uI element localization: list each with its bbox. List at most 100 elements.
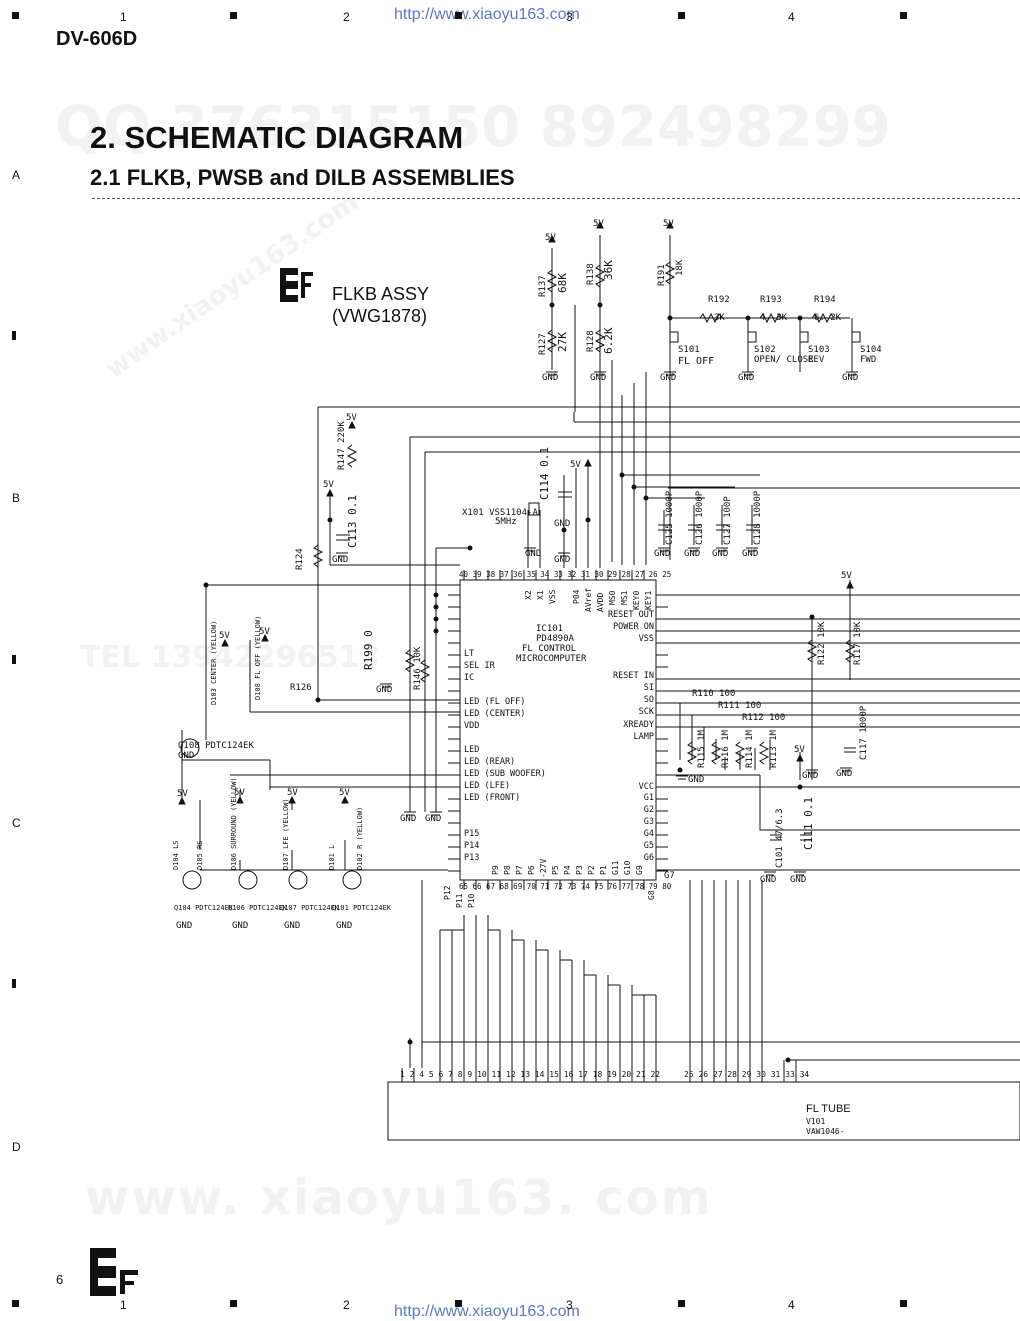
wiring — [178, 220, 1020, 1141]
ic-body — [459, 579, 657, 881]
d105-label: D105 RS — [196, 840, 204, 870]
edge-mark — [455, 12, 462, 19]
gnd-label: GND — [590, 373, 606, 383]
r194-label: R194 — [814, 295, 836, 305]
s102-ref: S102 — [754, 345, 776, 355]
ic-ref: IC101 — [536, 624, 563, 634]
r127-label: R127 — [538, 333, 548, 355]
ic-pin-label: G5 — [644, 841, 654, 851]
ic-pin-label: -27V — [539, 859, 548, 878]
r110-label: R110 100 — [692, 689, 735, 699]
gnd-label: GND — [712, 549, 728, 559]
v5-label: 5V — [841, 571, 852, 581]
gnd-label: GND — [742, 549, 758, 559]
row-marker-c: C — [12, 816, 21, 830]
r146-label: R146 10K — [413, 646, 423, 690]
c126-label: C126 1000P — [695, 490, 705, 545]
row-tick — [12, 655, 16, 664]
fl-tube-pins-a: 1 2 4 5 6 7 8 9 10 11 12 13 14 15 16 17 … — [400, 1070, 660, 1079]
gnd-label: GND — [400, 814, 416, 824]
watermark-tel: TEL 13942296513 — [80, 640, 381, 675]
gnd-label: GND — [542, 373, 558, 383]
assembly-code: (VWG1878) — [332, 306, 428, 326]
c125-label: C125 1000P — [665, 490, 675, 545]
column-marker-1: 1 — [120, 10, 127, 24]
gnd-label: GND — [554, 519, 570, 529]
ic-pin-label: VSS — [639, 634, 654, 644]
c128-label: C128 1000P — [753, 490, 763, 545]
ic-pin-label: VSS — [548, 589, 557, 604]
ic-right-labels: RESET OUT POWER ON VSS RESET IN SI SO SC… — [608, 610, 655, 863]
ic-pin-label: P9 — [491, 865, 500, 875]
r128-label: R128 — [586, 330, 596, 352]
gnd-label: GND — [684, 549, 700, 559]
ef-logo-bottom — [90, 1248, 140, 1296]
assembly-name: FLKB ASSY — [332, 284, 430, 304]
gnd-label: GND — [176, 921, 192, 931]
ic-pin-label: P5 — [551, 865, 560, 875]
ic-pin-label: P8 — [503, 865, 512, 875]
corner-mark — [12, 12, 19, 19]
ic-top-labels: X2 X1 VSS P04 AVref AVDD MS0 MS1 KEY0 KE… — [524, 588, 653, 612]
ic-pin-label: LED — [464, 745, 479, 755]
ic-pin-label: XREADY — [623, 720, 654, 730]
v5-label: 5V — [287, 788, 298, 798]
s104-label: FWD — [860, 355, 876, 365]
v5-label: 5V — [234, 788, 245, 798]
r115-label: R115 1M — [697, 729, 707, 768]
gnd-label: GND — [738, 373, 754, 383]
c113-label: C113 0.1 — [346, 495, 359, 548]
s104-ref: S104 — [860, 345, 882, 355]
edge-mark — [678, 12, 685, 19]
column-marker-2-bottom: 2 — [343, 1298, 350, 1312]
r147-label: R147 220K — [337, 421, 347, 470]
r192-label: R192 — [708, 295, 730, 305]
column-marker-1-bottom: 1 — [120, 1298, 127, 1312]
ic-pin-label: G2 — [644, 805, 654, 815]
r138-value: 36K — [602, 260, 615, 280]
r138-label: R138 — [586, 263, 596, 285]
edge-mark — [900, 1300, 907, 1307]
column-marker-4-bottom: 4 — [788, 1298, 795, 1312]
ic-pin-label: P7 — [515, 865, 524, 875]
x101-label: X101 VSS1104-A — [462, 508, 538, 518]
r116-label: R116 1M — [721, 729, 731, 768]
ic-pin-label: G8 — [647, 890, 656, 900]
ic-pin-label: LED (CENTER) — [464, 709, 525, 719]
fl-tube-body — [387, 1081, 1020, 1141]
q101-label: Q101 PDTC124EK — [332, 904, 392, 912]
gnd-label: GND — [525, 549, 541, 559]
q107-label: Q107 PDTC124EK — [280, 904, 340, 912]
gnd-label: GND — [284, 921, 300, 931]
fl-tube-pins-b: 25 26 27 28 29 30 31 33 34 — [684, 1070, 809, 1079]
r113-label: R113 1M — [769, 729, 779, 768]
r126-label: R126 — [290, 683, 312, 693]
ic-pin-label: P15 — [464, 829, 479, 839]
ic-pin-label: G4 — [644, 829, 654, 839]
s101-label: FL OFF — [678, 356, 714, 367]
s101-ref: S101 — [678, 345, 700, 355]
v5-label: 5V — [346, 413, 357, 423]
gnd-label: GND — [836, 769, 852, 779]
d104-label: D104 LS — [172, 840, 180, 870]
ic-pin-label: SI — [644, 683, 654, 693]
ic-pin-label: P14 — [464, 841, 479, 851]
d102-label: D102 R (YELLOW) — [356, 807, 364, 870]
ic-pin-label: POWER ON — [613, 622, 654, 632]
junction-dots — [203, 302, 815, 1063]
ic-pin-label: VCC — [639, 782, 654, 792]
ic-pin-label: LED (FRONT) — [464, 793, 520, 803]
top-url-link[interactable]: http://www.xiaoyu163.com — [394, 6, 580, 23]
r199-label: R199 0 — [362, 630, 375, 670]
bottom-url-link[interactable]: http://www.xiaoyu163.com — [394, 1303, 580, 1320]
d106-label: D106 SURROUND (YELLOW) — [230, 777, 238, 870]
edge-mark — [900, 12, 907, 19]
gnd-label: GND — [376, 685, 392, 695]
gnd-label: GND — [760, 875, 776, 885]
c127-label: C127 100P — [723, 496, 733, 545]
assembly-label: FLKB ASSY (VWG1878) — [332, 283, 429, 327]
page-number: 6 — [56, 1272, 64, 1287]
ef-logo — [280, 268, 316, 302]
ic-pin-label: MS0 — [608, 590, 617, 605]
